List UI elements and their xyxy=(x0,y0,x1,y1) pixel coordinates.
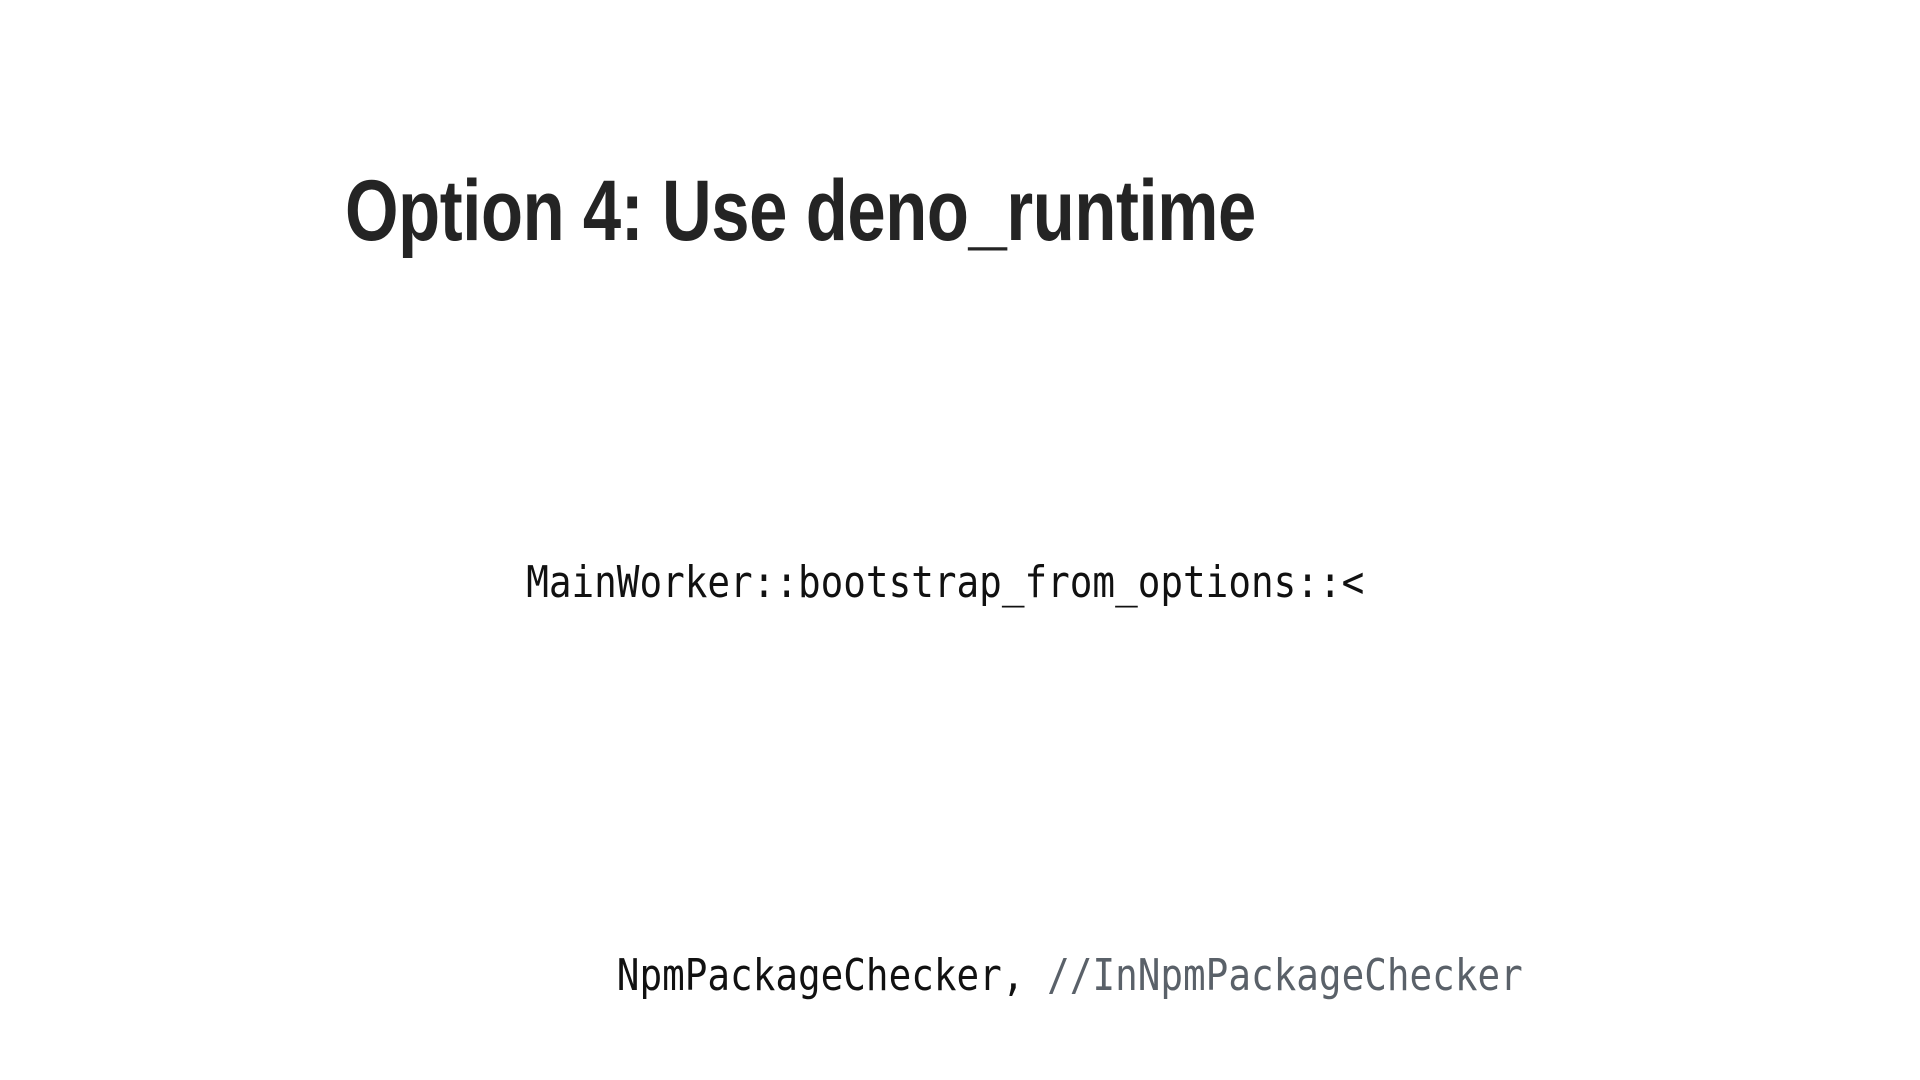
slide-content: Option 4: Use deno_runtime MainWorker::b… xyxy=(345,168,1745,1080)
comment-token: //InNpmPackageChecker xyxy=(1047,950,1523,1002)
page-title: Option 4: Use deno_runtime xyxy=(345,163,1256,259)
code-token: MainWorker::bootstrap_from_options::< xyxy=(526,557,1365,609)
code-block: MainWorker::bootstrap_from_options::< Np… xyxy=(345,288,1542,1080)
code-token: NpmPackageChecker, xyxy=(616,950,1048,1002)
code-line: NpmPackageChecker, //InNpmPackageChecker xyxy=(345,878,1542,1075)
code-line: MainWorker::bootstrap_from_options::< xyxy=(345,485,1542,682)
code-indent xyxy=(526,950,617,1001)
